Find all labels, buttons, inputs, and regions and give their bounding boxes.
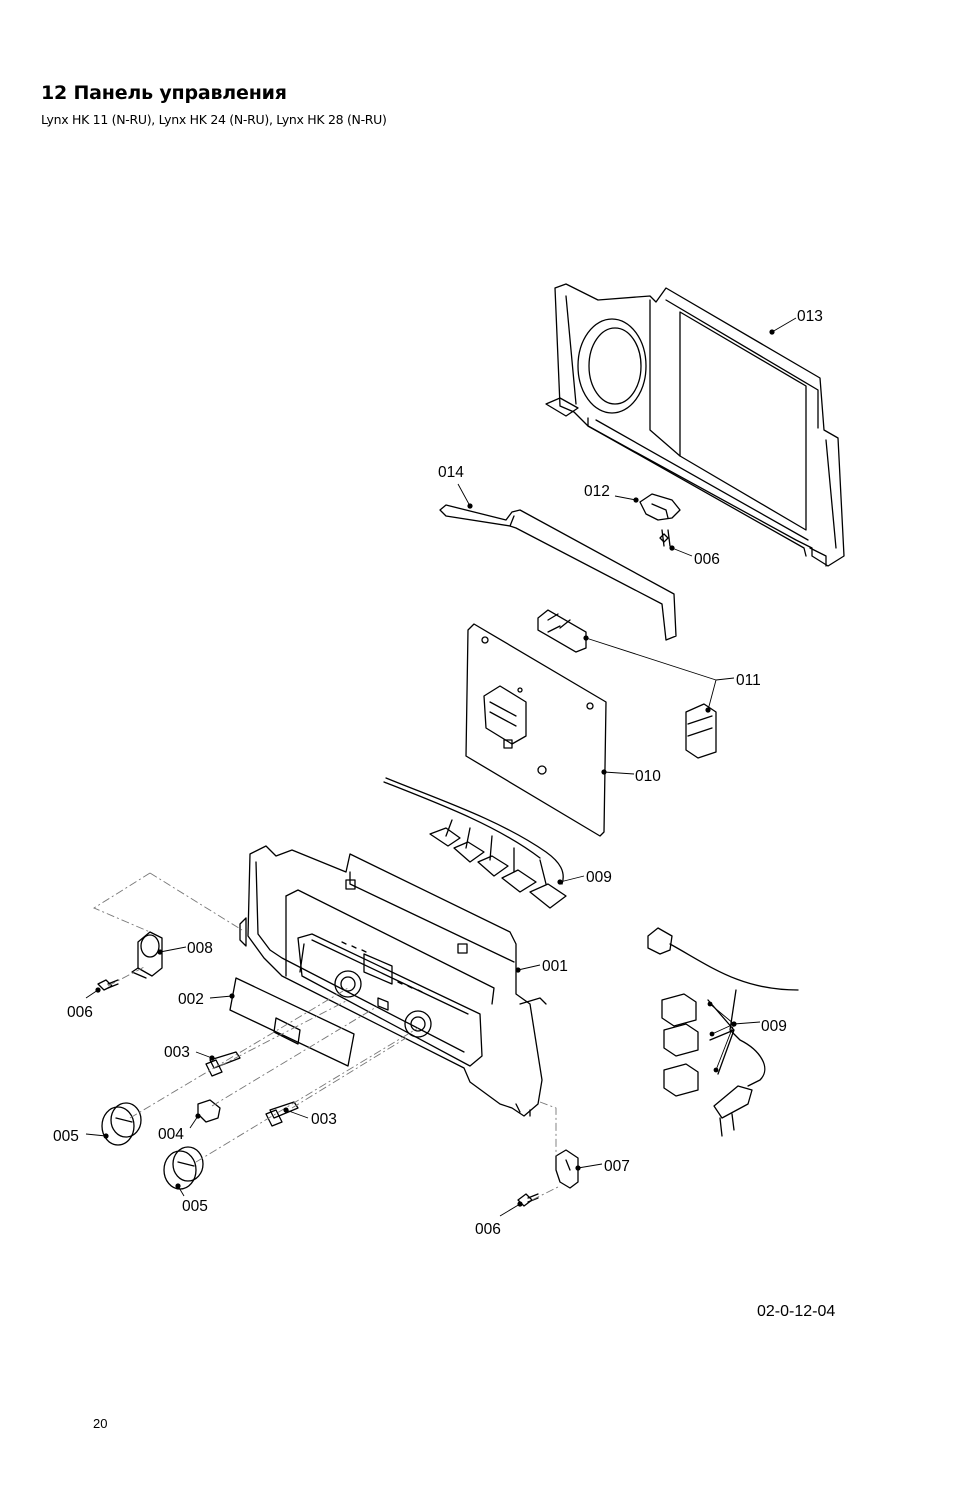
rear-frame-part [545,283,845,567]
assembly-lines [93,872,561,1201]
callout-005: 005 [53,1128,79,1145]
callout-labels: 013 014 012 006 011 010 009 008 001 006 … [53,308,823,1238]
callout-002: 002 [178,991,204,1008]
callout-010: 010 [635,768,661,785]
connector-part [537,609,717,759]
callout-006: 006 [67,1004,93,1021]
callout-001: 001 [542,958,568,975]
label-strip-part [229,977,355,1067]
lower-bracket-part [555,1149,579,1189]
callout-009: 009 [761,1018,787,1035]
power-cable-part [647,927,799,1137]
callout-003: 003 [164,1044,190,1061]
page-title: 12 Панель управления [41,82,287,104]
bracket-part [131,931,163,979]
callout-011: 011 [736,672,761,689]
callout-008: 008 [187,940,213,957]
callout-009: 009 [586,869,612,886]
leader-lines [85,317,797,1217]
callout-005: 005 [182,1198,208,1215]
drawing-code: 02-0-12-04 [757,1303,836,1320]
model-list: Lynx HK 11 (N-RU), Lynx HK 24 (N-RU), Ly… [41,112,387,127]
callout-003: 003 [311,1111,337,1128]
callout-006: 006 [475,1221,501,1238]
shaft-part [205,1051,299,1127]
knob-part [101,1102,204,1190]
callout-006: 006 [694,551,720,568]
bracket-rod-part [439,504,677,641]
wire-harness-part [383,777,567,909]
page-number: 20 [93,1416,108,1431]
control-panel-housing-part [239,845,547,1117]
circuit-board-part [465,623,607,837]
callout-004: 004 [158,1126,184,1143]
callout-dots [95,329,775,1207]
clip-part [639,493,681,547]
callout-013: 013 [797,308,823,325]
callout-012: 012 [584,483,610,500]
callout-007: 007 [604,1158,630,1175]
callout-014: 014 [438,464,464,481]
